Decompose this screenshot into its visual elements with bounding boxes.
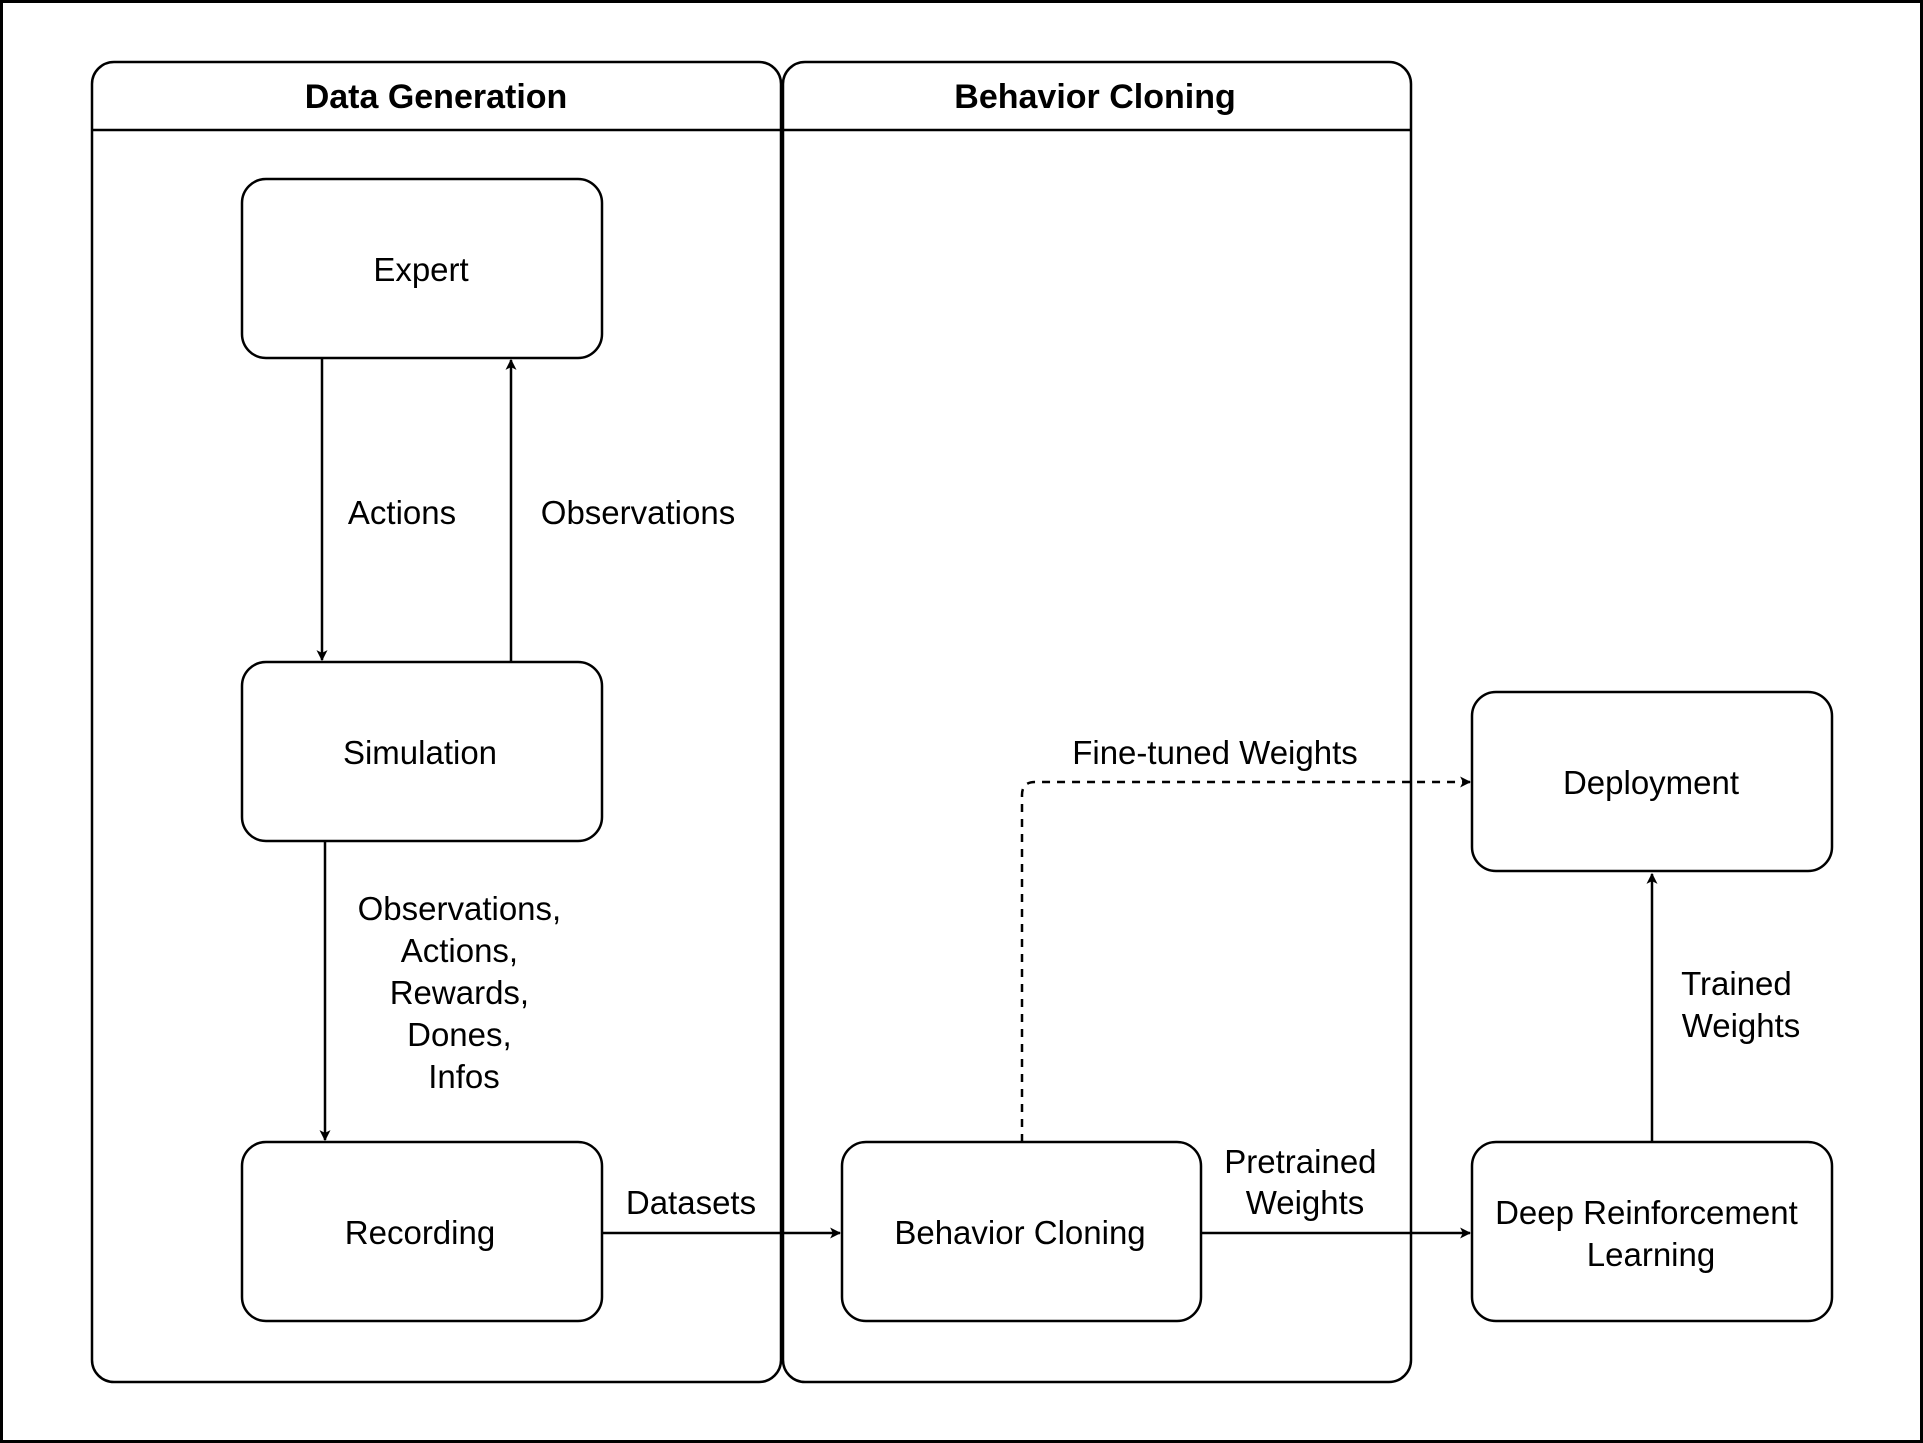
edge-label-recorded-data: Observations, Actions, Rewards, Dones, I… [358,890,571,1095]
recorded-data-line: Infos [428,1058,500,1095]
node-label-recording: Recording [345,1214,495,1251]
node-label-expert: Expert [373,251,468,288]
edge-label-fine-tuned-weights: Fine-tuned Weights [1072,734,1358,771]
node-simulation: Simulation [240,660,604,843]
node-label-deep-reinforcement-learning: Deep Reinforcement Learning [1495,1194,1807,1273]
node-label-deployment: Deployment [1563,764,1739,801]
edge-label-datasets: Datasets [626,1184,756,1221]
node-deployment: Deployment [1470,690,1834,873]
swimlane-title-behavior-cloning: Behavior Cloning [954,78,1235,116]
swimlane-behavior-cloning: Behavior Cloning [781,60,1413,1384]
node-label-behavior-cloning: Behavior Cloning [894,1214,1145,1251]
node-behavior-cloning: Behavior Cloning [840,1140,1203,1323]
edge-fine-tuned-weights [1020,776,1472,1142]
recorded-data-line: Rewards, [390,974,529,1011]
node-deep-reinforcement-learning: Deep Reinforcement Learning [1470,1140,1834,1323]
recorded-data-line: Dones, [407,1016,512,1053]
edge-label-actions: Actions [348,494,456,531]
edge-label-trained-weights: Trained Weights [1681,965,1801,1044]
edge-label-pretrained-weights: Pretrained Weights [1224,1143,1385,1221]
recorded-data-line: Actions, [401,932,518,969]
edge-label-observations: Observations [541,494,735,531]
node-recording: Recording [240,1140,604,1323]
node-expert: Expert [240,177,604,360]
recorded-data-line: Observations, [358,890,562,927]
swimlane-title-data-generation: Data Generation [305,78,568,116]
node-label-simulation: Simulation [343,734,497,771]
